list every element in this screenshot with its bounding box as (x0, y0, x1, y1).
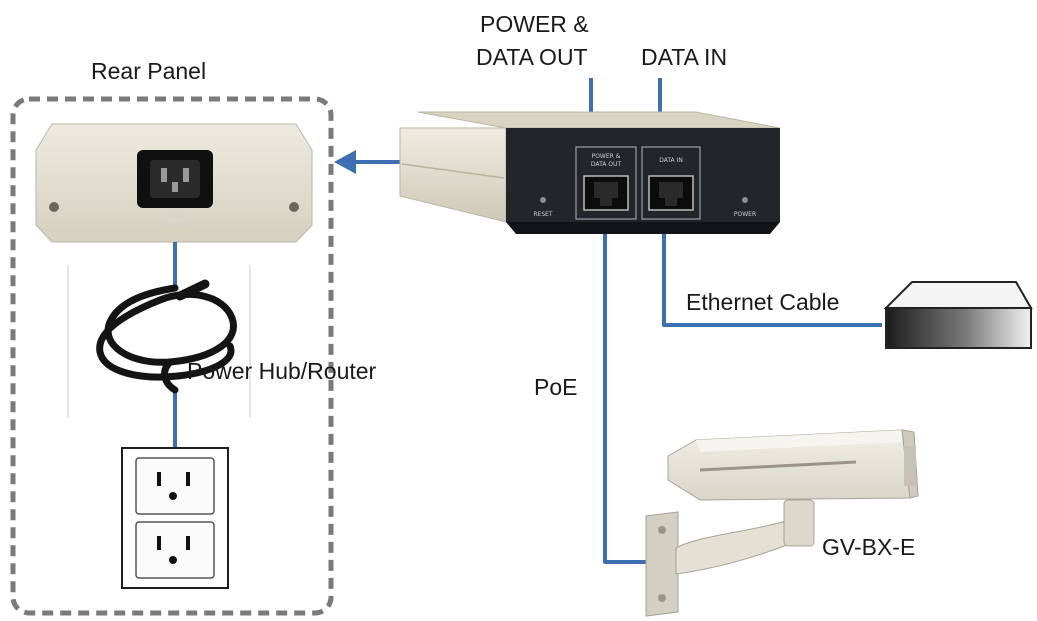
port-label-power-data-out-1: POWER & (592, 153, 621, 160)
rear-panel-enclosure (10, 96, 334, 616)
ethernet-cable-label: Ethernet Cable (686, 289, 840, 315)
mount-screw-left (49, 202, 59, 212)
data-in-label: DATA IN (641, 44, 728, 70)
rear-ac-marking-1: AC IN (167, 213, 183, 220)
mount-screw-right (289, 202, 299, 212)
network-hub-icon (883, 281, 1033, 349)
wall-outlet-icon (121, 447, 229, 589)
power-hub-router-label: Power Hub/Router (187, 358, 377, 384)
rj45-port-in (648, 175, 694, 211)
arrow-left-icon (334, 150, 356, 174)
power-data-out-port-frame (575, 146, 637, 220)
poe-label: PoE (534, 374, 578, 400)
reset-led (540, 197, 546, 203)
ethernet-cable-line (662, 222, 882, 327)
power-data-out-label-line1: POWER & (480, 11, 589, 37)
poe-injector-device: POWER & DATA OUT DATA IN RESET POWER (399, 111, 781, 234)
power-data-out-label-line2: DATA OUT (476, 44, 588, 70)
reset-marking: RESET (533, 211, 553, 218)
camera-model-label: GV-BX-E (822, 534, 916, 560)
rear-panel-device: AC IN 100-240V (35, 123, 313, 243)
rear-ac-marking-2: 100-240V (160, 221, 190, 228)
power-led (742, 197, 748, 203)
port-label-data-in: DATA IN (659, 157, 683, 164)
power-cord-icon (96, 279, 237, 394)
poe-cable-line (603, 222, 648, 564)
data-in-port-frame (641, 146, 701, 220)
power-marking: POWER (734, 211, 756, 218)
rj45-port-out (583, 175, 629, 211)
camera-icon (645, 429, 919, 617)
connector-lines (173, 78, 882, 564)
ac-power-inlet (137, 150, 213, 208)
rear-panel-label: Rear Panel (91, 58, 207, 84)
port-label-power-data-out-2: DATA OUT (591, 161, 621, 168)
